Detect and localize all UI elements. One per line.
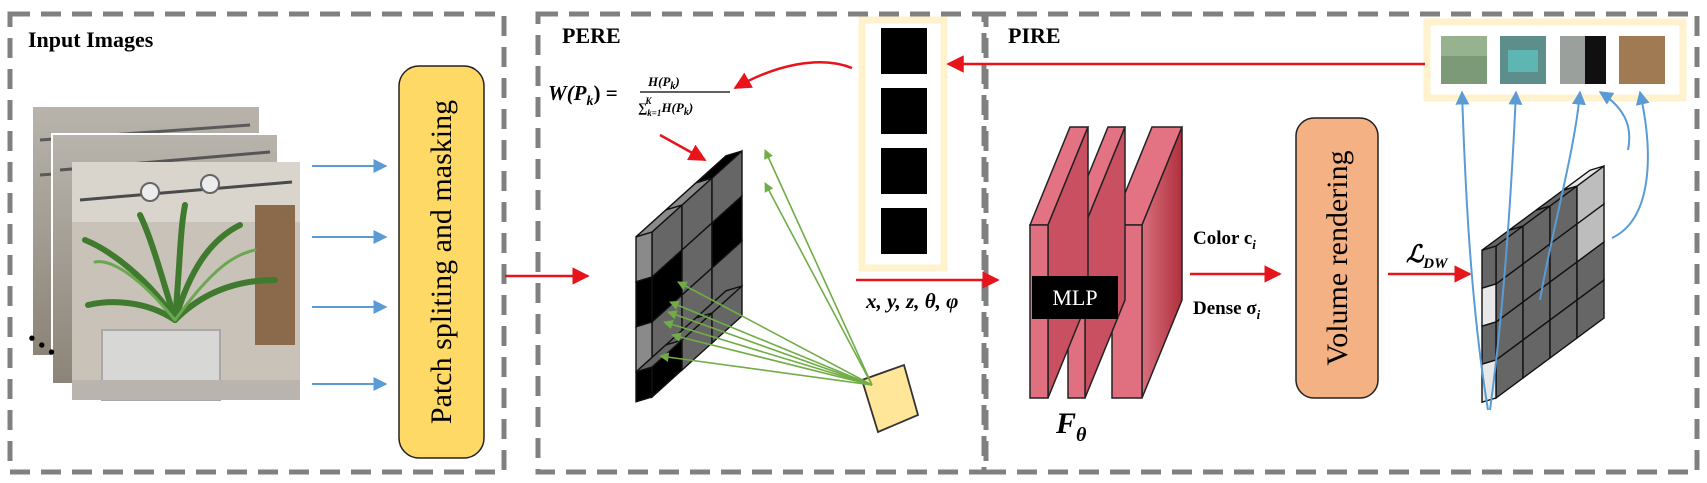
mlp-label: MLP [1052,285,1097,310]
pire-section-frame [983,11,1700,475]
color-label: Color ci [1193,228,1256,252]
pere-section-title: PERE [562,23,621,48]
camera-ray [659,352,873,386]
grid-cell [1576,278,1605,340]
input-section-title: Input Images [28,27,154,52]
sample-patch-4 [1619,36,1665,84]
camera-icon [860,363,920,434]
input-image-front [72,162,300,401]
patch-splitting-box [398,65,485,459]
weight-column-cells [881,28,927,254]
grid-side-cell [635,366,653,403]
grid-side-cell [635,231,653,283]
dense-label: Dense σi [1193,298,1261,322]
patch-splitting-label: Patch spliting and masking [425,100,458,424]
f-theta-label: Fθ [1055,407,1087,446]
weight-cell [881,88,927,134]
pire-section-title: PIRE [1008,23,1061,48]
camera-ray [667,310,873,386]
grid-to-patch-arrow [1455,90,1489,411]
loss-label: ℒDW [1406,242,1449,272]
camera-ray [671,332,873,386]
pere-patch-grid [635,149,743,403]
camera-ray [764,149,873,386]
input-image-stack [31,105,300,401]
sample-patches-frame [1423,18,1687,102]
mlp-label-box [1032,276,1118,319]
weight-column-frame [858,16,948,272]
svg-text:H(Pk): H(Pk) [647,74,680,92]
input-section-frame [7,11,507,475]
volume-rendering-box [1295,117,1379,399]
camera-ray [764,182,873,386]
grid-to-patch-arrow [1539,90,1586,301]
grid-side-cell [1481,245,1497,290]
grid-side-cell [635,276,653,328]
weight-cell [881,148,927,194]
mlp-stack [1028,126,1184,399]
volume-rendering-label: Volume rendering [1321,150,1354,365]
weight-cell [881,28,927,74]
weight-cell [881,208,927,254]
grid-to-patch-arrow [1489,90,1523,411]
pire-patch-grid [1481,164,1605,404]
camera-ray [677,281,873,386]
grid-to-patch-arrow [1598,91,1631,151]
camera-rays [659,149,873,386]
grid-side-cell [1481,321,1497,366]
sample-patches [1441,36,1665,84]
grid-side-cell [1481,283,1497,328]
grid-top-cell [695,285,743,319]
pere-section-frame [535,11,987,475]
camera-ray [669,300,873,386]
grid-top-cell [1562,165,1605,191]
grid-to-patches-arrows [1455,90,1650,411]
input-to-patch-arrows [312,159,388,391]
coords-label: x, y, z, θ, φ [865,289,958,313]
grid-to-patch-arrow [1611,90,1650,239]
weights-to-formula-arrow [733,61,853,90]
formula-to-grid-arrow [659,133,707,162]
svg-text:∑k=1KH(Pk): ∑k=1KH(Pk) [638,96,693,118]
camera-ray [663,319,873,386]
svg-text:W(Pk) =: W(Pk) = [548,81,618,109]
grid-top-cell [695,150,743,184]
